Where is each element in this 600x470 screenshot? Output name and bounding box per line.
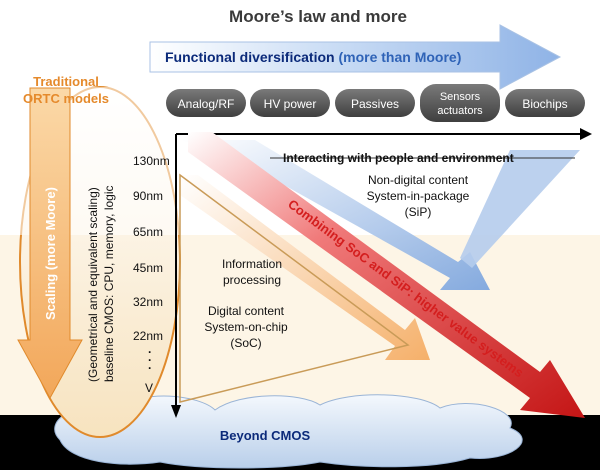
- sip-side-arrow: [460, 150, 580, 268]
- traditional-line1: Traditional: [33, 74, 99, 89]
- dot: ·: [148, 345, 152, 359]
- interacting-label: Interacting with people and environment: [283, 151, 514, 165]
- title: Moore’s law and more: [229, 7, 407, 26]
- pill-label-passives: Passives: [351, 97, 399, 111]
- functional-label-suffix: (more than Moore): [338, 49, 461, 65]
- pill-analog-rf: [166, 89, 246, 117]
- node-label: 45nm: [133, 261, 163, 275]
- functional-diversification-arrow: [149, 24, 562, 90]
- pill-label-sensors: Sensors: [440, 91, 481, 103]
- info-line2: processing: [223, 273, 281, 287]
- sip-line2: System-in-package: [367, 189, 470, 203]
- pill-passives: [335, 89, 415, 117]
- soc-line2: System-on-chip: [204, 320, 288, 334]
- pill-hv-power: [250, 89, 330, 117]
- functional-label-prefix: Functional diversification: [165, 49, 338, 65]
- pill-sensors-actuators: [420, 84, 500, 122]
- combining-arrow: [188, 132, 585, 418]
- pill-biochips: [505, 89, 585, 117]
- node-label: 65nm: [133, 225, 163, 239]
- info-line1: Information: [222, 257, 282, 271]
- pill-label-biochips: Biochips: [522, 97, 567, 111]
- beyond-cmos-cloud: [54, 394, 523, 469]
- pill-label-actuators: actuators: [437, 105, 483, 117]
- vertical-axis-head: [171, 405, 181, 418]
- beyond-cmos-label: Beyond CMOS: [220, 428, 311, 443]
- sip-arrow: [180, 140, 490, 290]
- baseline-line2: baseline CMOS: CPU, memory, logic: [102, 186, 116, 383]
- traditional-line2: ORTC models: [23, 91, 109, 106]
- dot: ·: [148, 361, 152, 375]
- continuation-dots: · · ·: [148, 345, 155, 375]
- horizontal-axis-head: [580, 128, 592, 140]
- pill-label-analog-rf: Analog/RF: [178, 97, 235, 111]
- soc-triangle: [179, 173, 410, 403]
- dot: ·: [148, 353, 152, 367]
- baseline-line1: (Geometrical and equivalent scaling): [86, 187, 100, 382]
- pill-label-hv-power: HV power: [264, 97, 317, 111]
- node-label: 22nm: [133, 329, 163, 343]
- scaling-arrow: [17, 87, 83, 400]
- continuation-v: V: [145, 381, 153, 395]
- node-label: 90nm: [133, 189, 163, 203]
- category-pills: [166, 84, 585, 122]
- scaling-label: Scaling (more Moore): [43, 187, 58, 320]
- node-list: 130nm 90nm 65nm 45nm 32nm 22nm: [133, 154, 170, 343]
- soc-line1: Digital content: [208, 304, 285, 318]
- node-label: 32nm: [133, 295, 163, 309]
- node-label: 130nm: [133, 154, 170, 168]
- sip-line1: Non-digital content: [368, 173, 469, 187]
- functional-diversification-label: Functional diversification (more than Mo…: [165, 49, 461, 65]
- sip-line3: (SiP): [405, 205, 432, 219]
- soc-line3: (SoC): [230, 336, 261, 350]
